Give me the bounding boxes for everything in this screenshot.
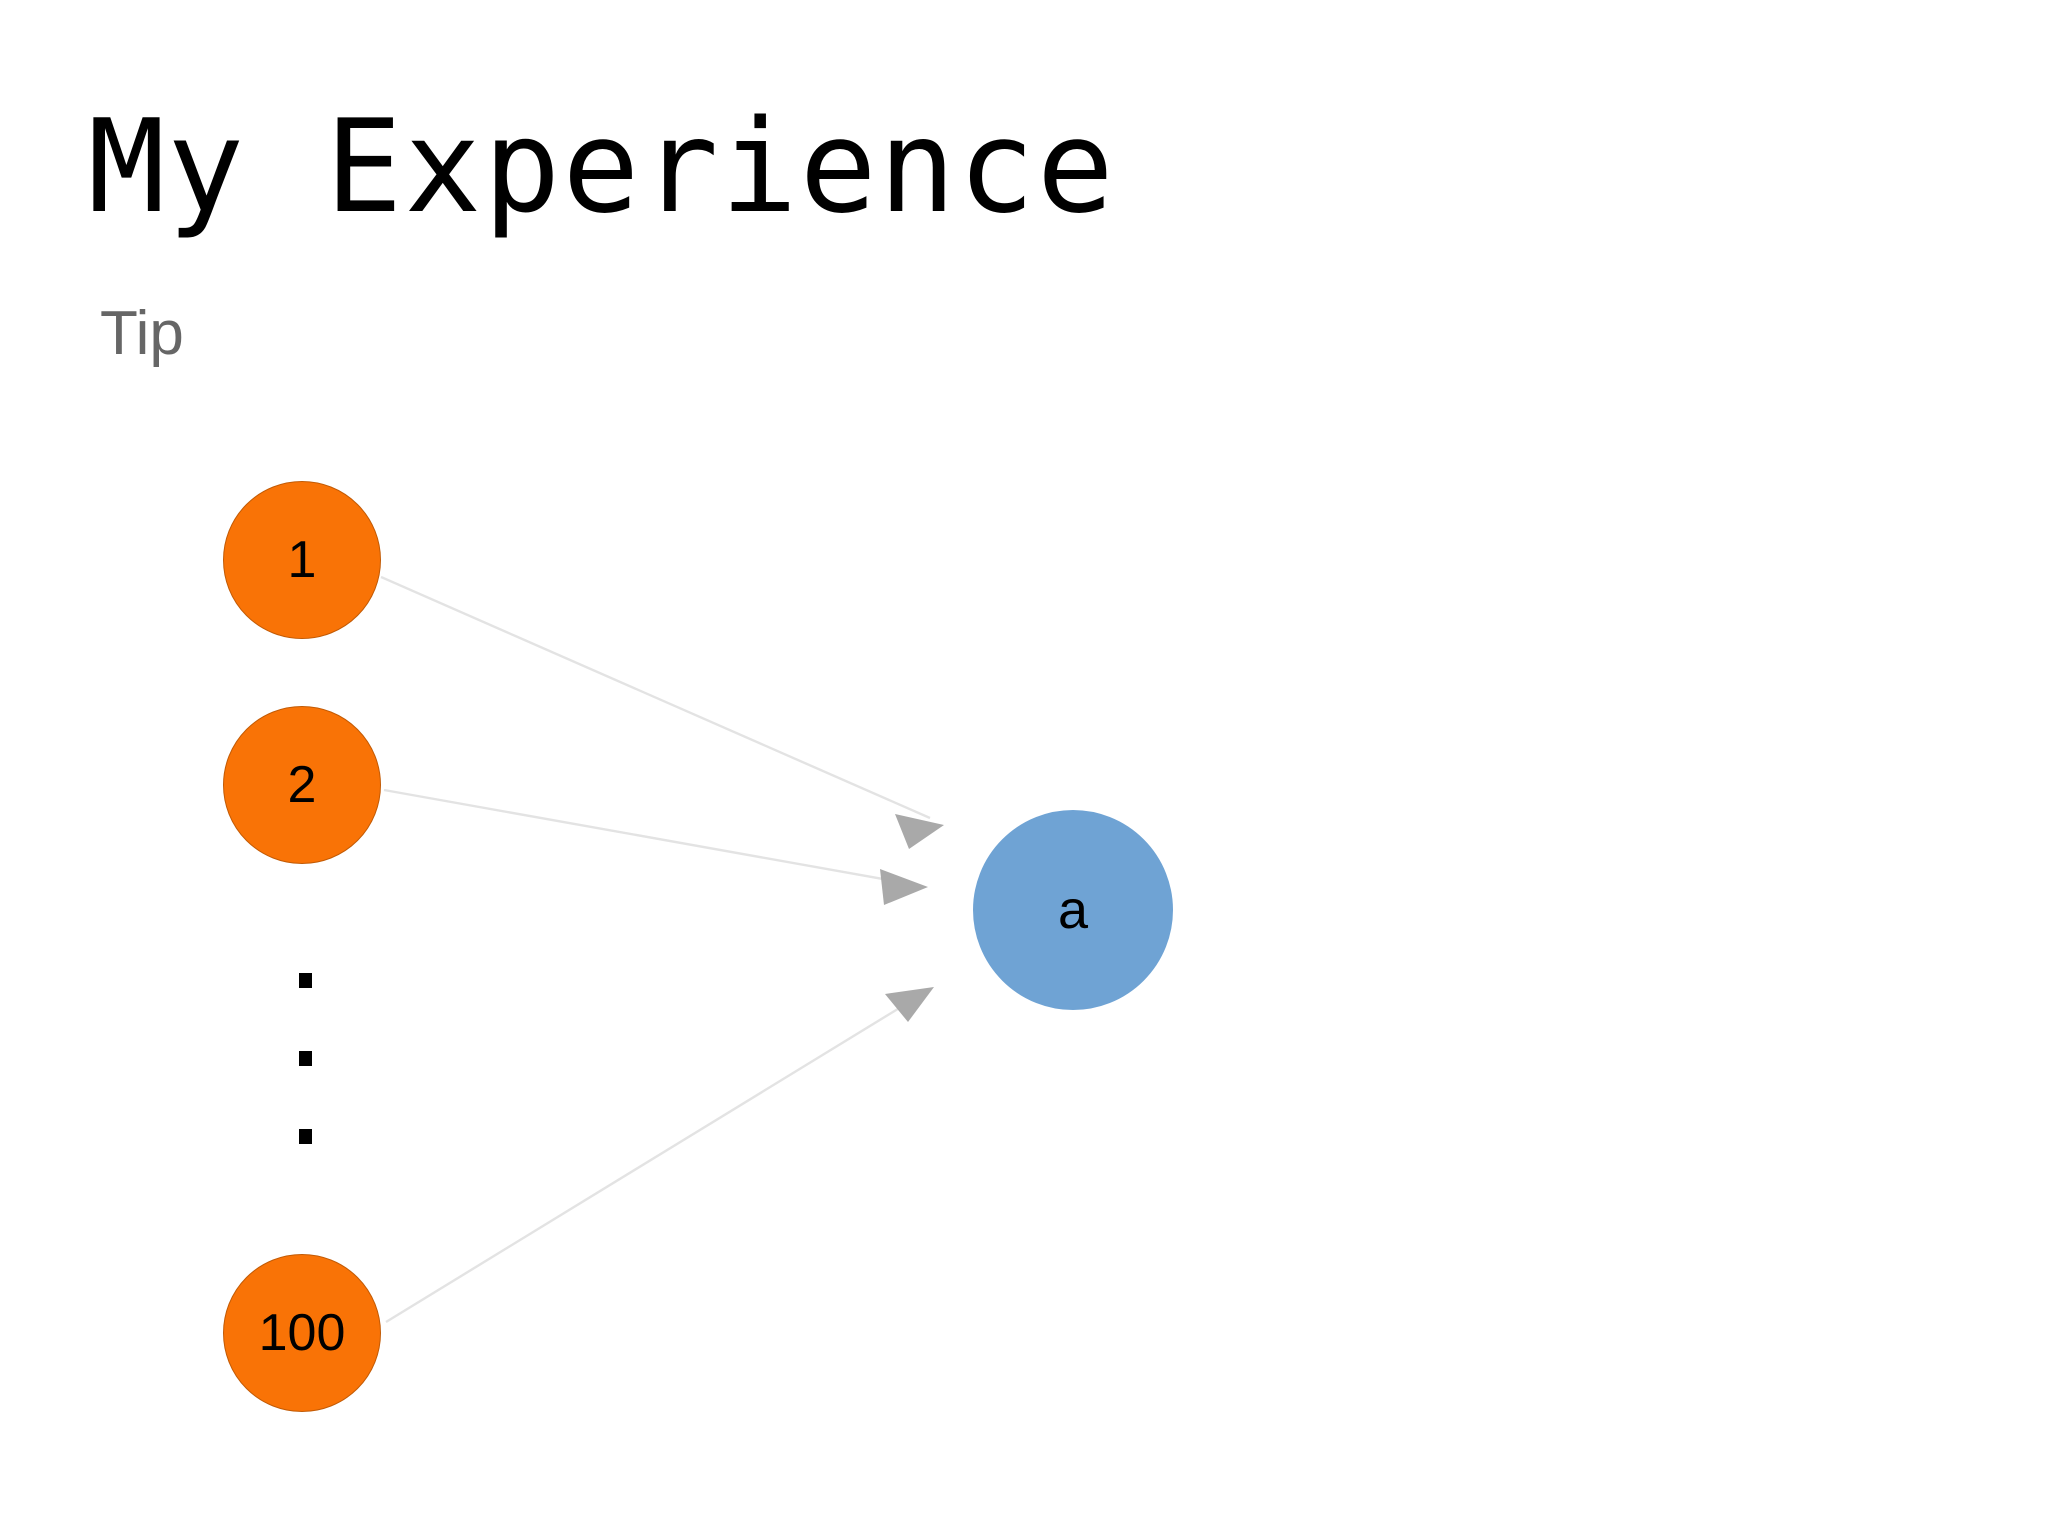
page-subtitle: Tip bbox=[100, 299, 184, 368]
edge-2-to-a bbox=[383, 788, 928, 905]
input-node-1-label: 1 bbox=[287, 531, 317, 589]
input-node-1[interactable]: 1 bbox=[223, 481, 381, 639]
edge-line-100-a bbox=[385, 994, 920, 1324]
input-node-2[interactable]: 2 bbox=[223, 706, 381, 864]
output-node-a-label: a bbox=[1057, 880, 1089, 940]
edge-100-to-a bbox=[385, 987, 934, 1324]
edge-line-1-a bbox=[380, 575, 931, 820]
output-node-a[interactable]: a bbox=[973, 810, 1173, 1010]
arrowhead-2-a bbox=[880, 869, 928, 905]
input-node-100[interactable]: 100 bbox=[223, 1254, 381, 1412]
edge-1-to-a bbox=[380, 575, 944, 849]
ellipsis-dot bbox=[299, 1051, 312, 1066]
input-node-2-label: 2 bbox=[287, 756, 317, 814]
page-title: My Experience bbox=[88, 93, 1116, 242]
input-node-100-label: 100 bbox=[258, 1304, 346, 1362]
ellipsis-dot bbox=[299, 973, 312, 988]
edge-line-2-a bbox=[383, 788, 912, 886]
arrowhead-1-a bbox=[895, 814, 944, 849]
arrowhead-100-a bbox=[885, 987, 934, 1022]
ellipsis-dot bbox=[299, 1129, 312, 1144]
